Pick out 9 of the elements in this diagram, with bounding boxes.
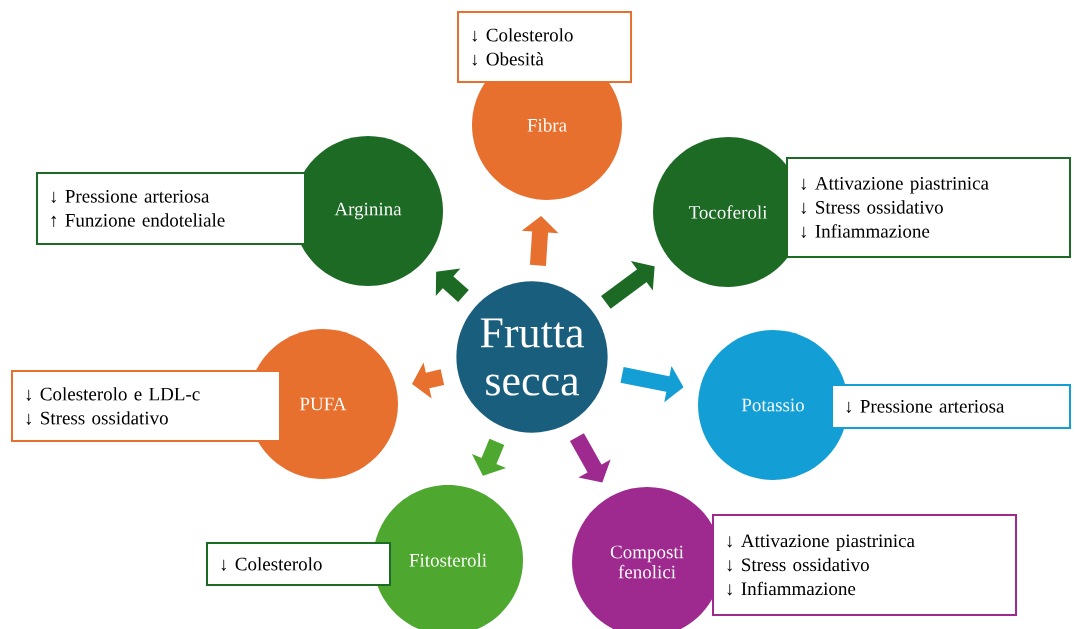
effect-box: ↓ Colesterolo ↓ Obesità: [457, 11, 632, 83]
arrow: [601, 260, 655, 309]
effect-box: ↓ Pressione arteriosa ↑ Funzione endoteliale: [36, 172, 306, 245]
arrow: [569, 433, 611, 483]
effect-box: ↓ Colesterolo e LDL-c ↓ Stress ossidativo: [11, 370, 281, 442]
effect-box: ↓ Attivazione piastrinica ↓ Stress ossidativo ↓ Infiammazione: [712, 514, 1017, 616]
effect-box: ↓ Attivazione piastrinica ↓ Stress ossidativo ↓ Infiammazione: [786, 157, 1071, 258]
effect-box: ↓ Colesterolo: [206, 542, 391, 586]
effect-box: ↓ Pressione arteriosa: [831, 384, 1071, 429]
